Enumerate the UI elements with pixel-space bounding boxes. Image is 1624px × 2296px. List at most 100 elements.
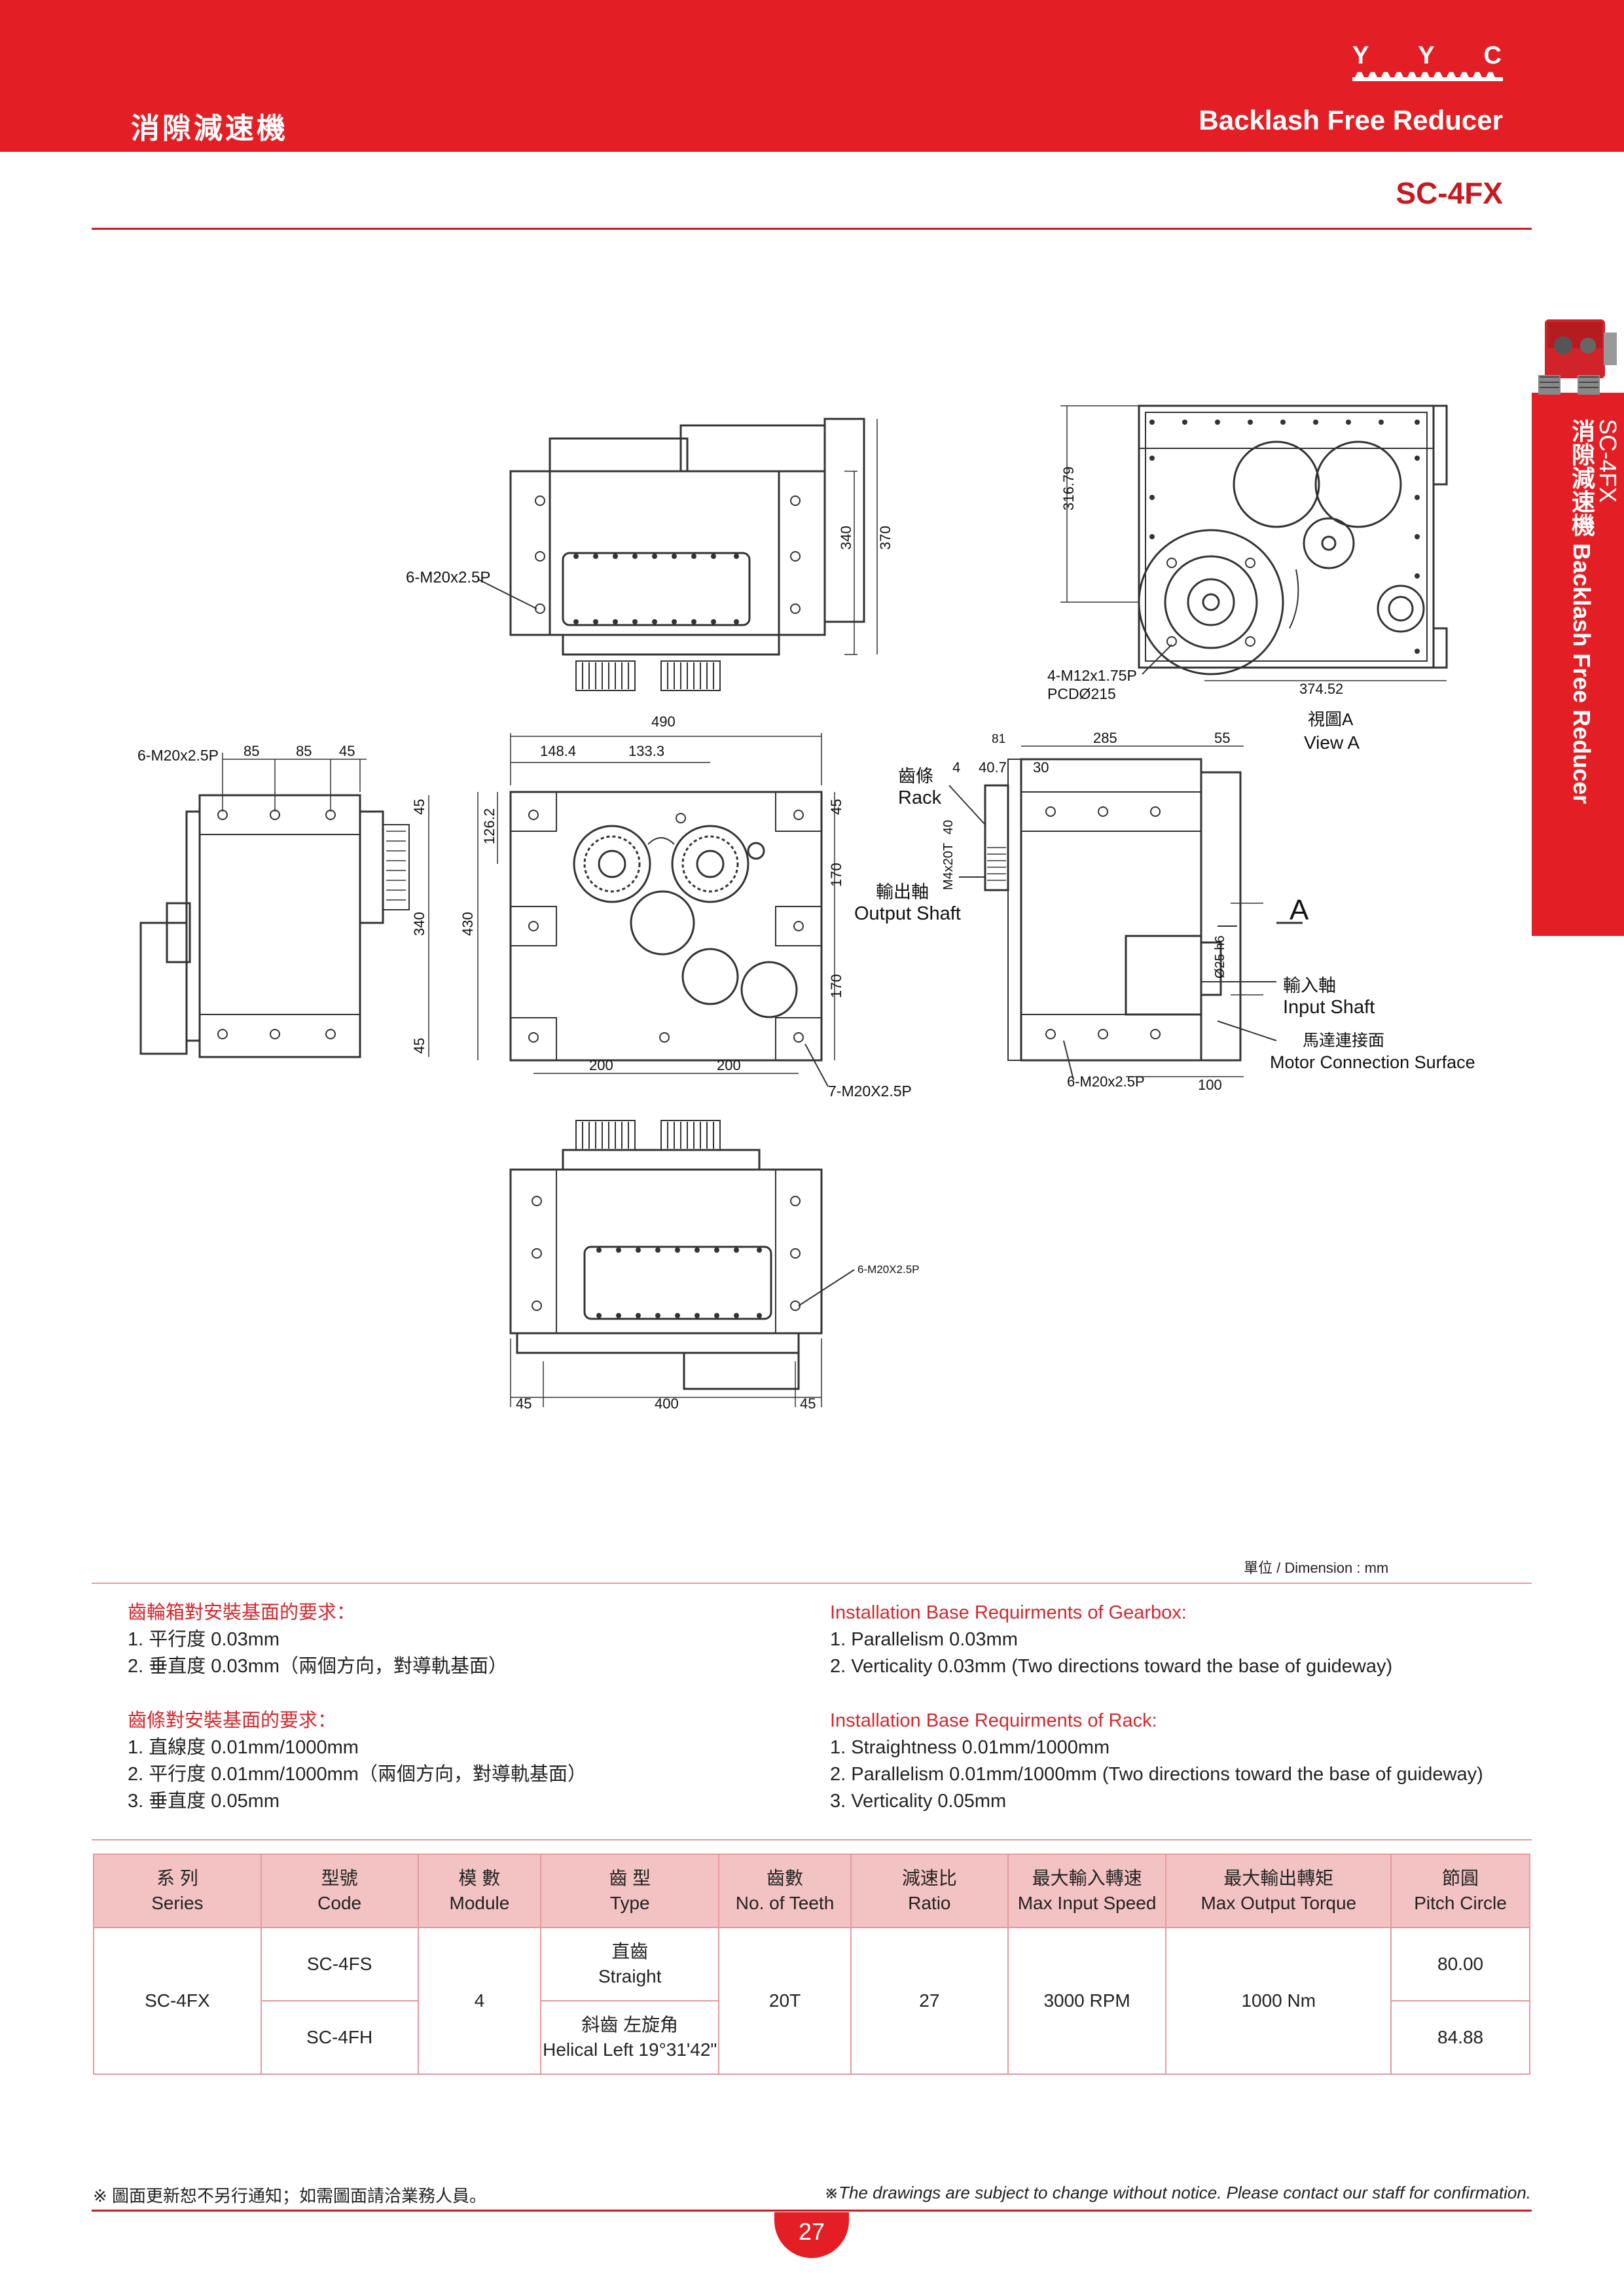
requirements-en: Installation Base Requirments of Gearbox… xyxy=(830,1600,1543,1815)
gearbox-req-title-en: Installation Base Requirments of Gearbox… xyxy=(830,1602,1187,1623)
rack-req-title-cn: 齒條對安裝基面的要求： xyxy=(128,1710,337,1731)
output-shaft-label-cn: 輸出軸 xyxy=(876,882,929,902)
left-dim: 45 xyxy=(411,1038,427,1054)
header-divider xyxy=(92,228,1532,230)
brand-gear-teeth-icon xyxy=(1352,72,1503,81)
front-dim: 148.4 xyxy=(540,743,576,759)
front-dim: 430 xyxy=(460,912,476,936)
side-dim: 40 xyxy=(941,820,956,834)
viewa-dim: 316.79 xyxy=(1060,467,1077,511)
technical-drawing: 6-M20x2.5P 340 370 316.79 4-M12x1.75P PC… xyxy=(137,404,1475,1412)
rack-label-en: Rack xyxy=(898,787,942,808)
viewa-callout: 4-M12x1.75P xyxy=(1047,667,1137,684)
brand-letter: Y xyxy=(1418,42,1436,69)
viewa-label-en: View A xyxy=(1304,732,1360,753)
cell-torque: 1000 Nm xyxy=(1165,1927,1392,2075)
cell-pitch: 84.88 xyxy=(1390,2000,1530,2075)
divider xyxy=(92,1839,1532,1840)
gearbox-req-item-en: 2. Verticality 0.03mm (Two directions to… xyxy=(830,1656,1393,1677)
side-shaft-spec: Ø25 h6 xyxy=(1213,935,1227,978)
footer-divider xyxy=(92,2210,1532,2212)
side-rack-spec: M4x20T xyxy=(941,843,956,890)
left-dim: 45 xyxy=(411,799,427,815)
front-dim: 126.2 xyxy=(481,808,497,844)
side-tab xyxy=(1532,393,1624,936)
left-dim: 85 xyxy=(244,743,259,759)
bottom-dim: 400 xyxy=(655,1395,679,1412)
rack-req-item-en: 1. Straightness 0.01mm/1000mm xyxy=(830,1737,1110,1758)
rack-req-item-en: 2. Parallelism 0.01mm/1000mm (Two direct… xyxy=(830,1764,1483,1785)
side-view: 81 285 55 4 40.7 30 40 M4x20T Ø25 h6 6-M… xyxy=(854,730,1475,1093)
front-dim: 45 xyxy=(828,799,844,815)
brand-letter: C xyxy=(1483,42,1503,69)
front-callout: 7-M20X2.5P xyxy=(828,1083,912,1100)
page-number: 27 xyxy=(774,2212,849,2258)
viewa-dim: 374.52 xyxy=(1299,681,1343,697)
bottom-callout: 6-M20X2.5P xyxy=(857,1263,920,1276)
view-a-marker: A xyxy=(1290,894,1309,926)
front-dim: 170 xyxy=(828,974,844,998)
output-shaft-label-en: Output Shaft xyxy=(854,903,961,924)
input-shaft-label-en: Input Shaft xyxy=(1283,997,1375,1018)
front-dim: 200 xyxy=(717,1057,741,1073)
product-photo-icon xyxy=(1538,319,1617,395)
cell-speed: 3000 RPM xyxy=(1007,1927,1167,2075)
rack-label-cn: 齒條 xyxy=(898,766,933,786)
viewa-label-cn: 視圖A xyxy=(1308,709,1354,729)
view-a: 316.79 4-M12x1.75P PCDØ215 374.52 視圖A Vi… xyxy=(1047,404,1448,753)
bottom-dim: 45 xyxy=(800,1395,816,1412)
gearbox-req-item-cn: 1. 平行度 0.03mm xyxy=(128,1629,280,1650)
footer-note-cn: ※ 圖面更新恕不另行通知；如需圖面請洽業務人員。 xyxy=(93,2186,487,2206)
rack-req-item-cn: 3. 垂直度 0.05mm xyxy=(128,1791,280,1812)
cell-pitch: 80.00 xyxy=(1390,1927,1530,2001)
rack-req-title-en: Installation Base Requirments of Rack: xyxy=(830,1710,1157,1731)
cell-series: SC-4FX xyxy=(93,1927,262,2075)
brand-logo: Y Y C xyxy=(1352,42,1503,70)
side-dim: 4 xyxy=(952,759,960,776)
top-callout: 6-M20x2.5P xyxy=(406,569,490,586)
left-dim: 45 xyxy=(339,743,355,759)
bottom-dim: 45 xyxy=(516,1395,532,1412)
front-dim: 170 xyxy=(828,863,844,887)
gearbox-req-title-cn: 齒輪箱對安裝基面的要求： xyxy=(128,1602,356,1623)
left-callout: 6-M20x2.5P xyxy=(137,747,219,764)
top-view: 6-M20x2.5P 340 370 xyxy=(406,418,893,691)
divider xyxy=(92,1583,1532,1584)
side-callout: 6-M20x2.5P xyxy=(1067,1073,1145,1090)
page-title-cn: 消隙減速機 xyxy=(131,113,288,145)
side-dim: 285 xyxy=(1093,730,1117,746)
front-view: 490 148.4 133.3 126.2 430 45 170 170 200… xyxy=(460,713,912,1100)
cell-ratio: 27 xyxy=(850,1927,1009,2075)
side-dim: 40.7 xyxy=(979,759,1007,776)
left-dim: 85 xyxy=(296,743,312,759)
front-dim: 200 xyxy=(589,1057,613,1073)
requirements-cn: 齒輪箱對安裝基面的要求： 1. 平行度 0.03mm 2. 垂直度 0.03mm… xyxy=(128,1600,782,1815)
cell-teeth: 20T xyxy=(718,1927,852,2075)
footer-note-en: ※The drawings are subject to change with… xyxy=(824,2183,1531,2202)
front-dim: 490 xyxy=(651,713,676,730)
cell-code: SC-4FS xyxy=(260,1927,419,2001)
rack-req-item-cn: 1. 直線度 0.01mm/1000mm xyxy=(128,1737,359,1758)
gearbox-req-item-en: 1. Parallelism 0.03mm xyxy=(830,1629,1018,1650)
rack-req-item-cn: 2. 平行度 0.01mm/1000mm（兩個方向，對導軌基面） xyxy=(128,1764,586,1785)
rack-req-item-en: 3. Verticality 0.05mm xyxy=(830,1791,1007,1812)
model-title: SC-4FX xyxy=(1396,176,1503,210)
front-dim: 133.3 xyxy=(628,743,664,759)
left-view: 6-M20x2.5P 85 85 45 45 340 45 xyxy=(137,743,429,1058)
side-tab-text: SC-4FX 消隙減速機 Backlash Free Reducer xyxy=(1542,419,1621,916)
top-dim: 370 xyxy=(877,526,893,550)
side-dim: 55 xyxy=(1214,730,1230,746)
dimension-unit-note: 單位 / Dimension : mm xyxy=(1244,1560,1389,1576)
header-band xyxy=(0,0,1624,152)
